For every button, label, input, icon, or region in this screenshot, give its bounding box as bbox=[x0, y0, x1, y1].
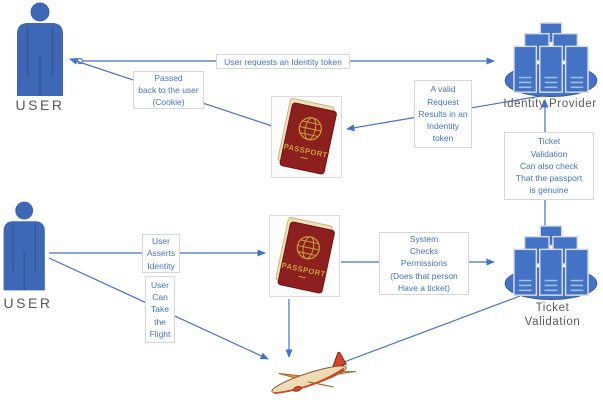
note-user-asserts: User Asserts Identity bbox=[142, 234, 180, 273]
user-top-label: USER bbox=[8, 97, 72, 113]
passport-icon: PASSPORT bbox=[277, 98, 337, 175]
note-passed-back: Passed back to the user (Cookie) bbox=[133, 71, 204, 109]
passport-icon: PASSPORT bbox=[275, 217, 335, 294]
user-icon bbox=[17, 2, 63, 96]
note-line: Can bbox=[152, 292, 168, 303]
user-icon bbox=[3, 201, 45, 291]
note-line: Take bbox=[151, 304, 169, 315]
note-line: Can also check bbox=[519, 160, 579, 171]
label-text: Ticket bbox=[535, 302, 570, 314]
note-line: A valid bbox=[430, 84, 456, 95]
note-line: Have a ticket) bbox=[398, 282, 450, 293]
label-text: Identity Provider bbox=[503, 98, 597, 110]
user-bottom-node bbox=[0, 195, 52, 296]
label-text: USER bbox=[3, 295, 53, 311]
note-line: Indentity bbox=[426, 121, 460, 132]
note-line: is genuine bbox=[529, 185, 569, 196]
note-line: the bbox=[154, 316, 166, 327]
note-user-requests-token: User requests an Identity token bbox=[216, 54, 350, 69]
note-line: Checks bbox=[409, 246, 439, 257]
note-line: Passed bbox=[154, 72, 183, 83]
connector-validation-to-plane bbox=[335, 295, 521, 366]
note-line: Identity bbox=[147, 260, 175, 271]
note-line: Results in an bbox=[418, 108, 468, 119]
note-line: Asserts bbox=[146, 248, 176, 259]
note-line: System bbox=[409, 233, 439, 244]
note-line: That the passport bbox=[515, 173, 583, 184]
note-text: User requests an Identity token bbox=[224, 56, 342, 67]
note-line: (Does that person bbox=[390, 270, 458, 281]
note-line: Ticket bbox=[537, 136, 561, 147]
note-line: Validation bbox=[530, 148, 568, 159]
ticket-validation-node bbox=[501, 224, 601, 302]
label-text: USER bbox=[15, 97, 65, 113]
note-line: Flight bbox=[149, 328, 171, 339]
note-line: Permissions bbox=[400, 258, 448, 269]
airplane-node bbox=[263, 349, 358, 404]
note-line: User bbox=[151, 279, 169, 290]
note-line: (Cookie) bbox=[152, 97, 185, 108]
label-text: Validation bbox=[524, 316, 581, 328]
note-ticket-validation-check: Ticket Validation Can also check That th… bbox=[504, 132, 594, 200]
note-user-can-take-flight: User Can Take the Flight bbox=[145, 276, 175, 343]
note-line: token bbox=[432, 133, 454, 144]
user-top-node bbox=[11, 2, 69, 96]
identity-provider-node bbox=[501, 21, 601, 99]
note-system-checks: System Checks Permissions (Does that per… bbox=[379, 232, 469, 295]
server-farm-icon bbox=[504, 225, 598, 301]
note-valid-request: A valid Request Results in an Indentity … bbox=[414, 80, 472, 148]
server-farm-icon bbox=[504, 22, 598, 98]
note-line: Request bbox=[427, 96, 459, 107]
note-line: User bbox=[152, 236, 170, 247]
passport-top-node: PASSPORT bbox=[271, 96, 342, 178]
ticket-validation-label: Ticket Validation bbox=[505, 301, 600, 329]
user-bottom-label: USER bbox=[0, 295, 56, 311]
airplane-icon bbox=[271, 349, 356, 395]
note-line: back to the user bbox=[138, 84, 199, 95]
identity-provider-label: Identity Provider bbox=[498, 97, 602, 111]
passport-bottom-node: PASSPORT bbox=[269, 215, 340, 297]
